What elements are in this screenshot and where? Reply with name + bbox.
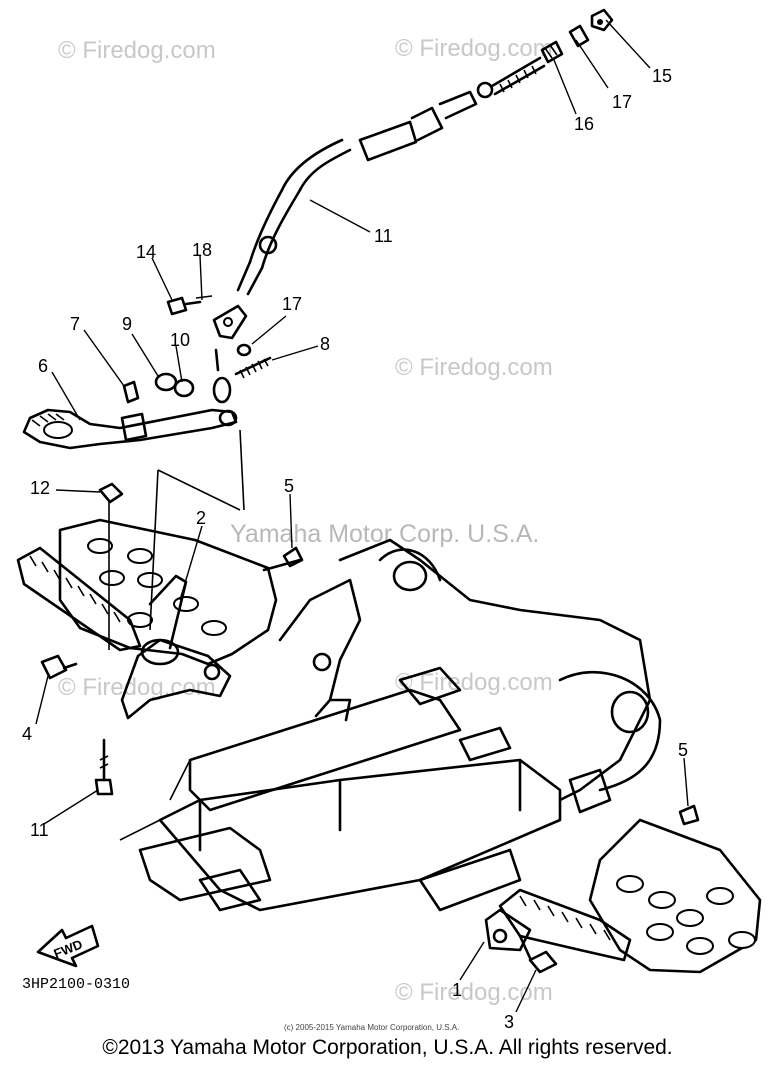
- callout-label: 17: [612, 92, 632, 112]
- brake-cable: [236, 56, 546, 296]
- fwd-arrow-icon: FWD: [36, 924, 100, 968]
- callout-label: 12: [30, 478, 50, 498]
- callout-label: 10: [170, 330, 190, 350]
- footer-copyright: ©2013 Yamaha Motor Corporation, U.S.A. A…: [102, 1036, 673, 1059]
- callout-label: 7: [70, 314, 80, 334]
- callout-label: 4: [22, 724, 32, 744]
- frame: [119, 538, 662, 912]
- callout-label: 2: [196, 508, 206, 528]
- callout-label: 3: [504, 1012, 514, 1032]
- callout-label: 1: [452, 980, 462, 1000]
- right-footrest: [484, 818, 762, 974]
- callout-label: 6: [38, 356, 48, 376]
- callout-label: 16: [574, 114, 594, 134]
- watermark-site: © Firedog.com: [58, 37, 216, 64]
- fwd-label: FWD: [52, 936, 85, 961]
- callout-label: 11: [374, 226, 393, 246]
- callout-label: 18: [192, 240, 212, 260]
- callout-label: 14: [136, 242, 156, 262]
- watermarks: © Firedog.com © Firedog.com © Firedog.co…: [58, 35, 553, 1006]
- callout-numbers: 15 17 16 11 14 18 17 8 7 9 10 6 12 5 2 4…: [22, 66, 688, 1032]
- watermark-site: © Firedog.com: [395, 35, 553, 62]
- callout-lines: [35, 19, 689, 1013]
- left-footrest: [16, 429, 302, 720]
- small-copyright: (c) 2005-2015 Yamaha Motor Corporation, …: [284, 1023, 459, 1032]
- drawing-code: 3HP2100-0310: [22, 976, 130, 993]
- clevis-parts: [166, 295, 272, 404]
- callout-label: 9: [122, 314, 132, 334]
- callout-label: 8: [320, 334, 330, 354]
- callout-label: 15: [652, 66, 672, 86]
- watermark-site: © Firedog.com: [395, 979, 553, 1006]
- watermark-site: © Firedog.com: [58, 674, 216, 701]
- callout-label: 5: [284, 476, 294, 496]
- callout-label: 5: [678, 740, 688, 760]
- callout-label: 17: [282, 294, 302, 314]
- brake-pedal: [22, 372, 238, 450]
- callout-label: 11: [30, 820, 49, 840]
- watermark-brand: Yamaha Motor Corp. U.S.A.: [230, 520, 539, 548]
- hardware: [40, 482, 700, 974]
- watermark-site: © Firedog.com: [395, 354, 553, 381]
- cable-end-parts: [540, 8, 614, 64]
